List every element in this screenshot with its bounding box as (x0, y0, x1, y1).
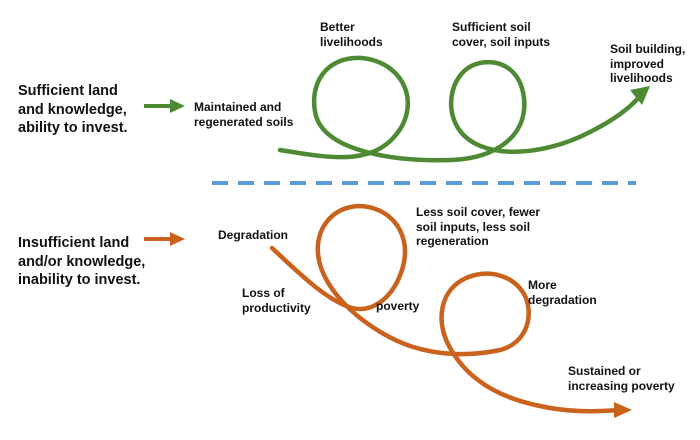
bottom-loop2-label: More degradation (528, 278, 597, 307)
bottom-condition-arrow (144, 232, 185, 246)
top-loop-arrow (277, 55, 650, 163)
top-end-label: Soil building, improved livelihoods (610, 42, 686, 86)
top-loop1-label: Better livelihoods (320, 20, 383, 49)
bottom-condition-label: Insufficient land and/or knowledge, inab… (18, 235, 146, 289)
top-condition-label: Sufficient land and knowledge, ability t… (18, 83, 128, 137)
bottom-loop-arrow (269, 203, 632, 418)
bottom-loop1-left-label: Loss of productivity (242, 286, 311, 315)
bottom-start-label: Degradation (218, 228, 289, 242)
bottom-end-label: Sustained or increasing poverty (568, 364, 675, 393)
top-loop2-label: Sufficient soil cover, soil inputs (452, 20, 551, 49)
top-start-label: Maintained and regenerated soils (194, 100, 294, 129)
top-condition-arrow (144, 99, 185, 113)
bottom-loop1-right-label: poverty (376, 299, 420, 313)
bottom-loop1-top-label: Less soil cover, fewer soil inputs, less… (416, 205, 541, 249)
